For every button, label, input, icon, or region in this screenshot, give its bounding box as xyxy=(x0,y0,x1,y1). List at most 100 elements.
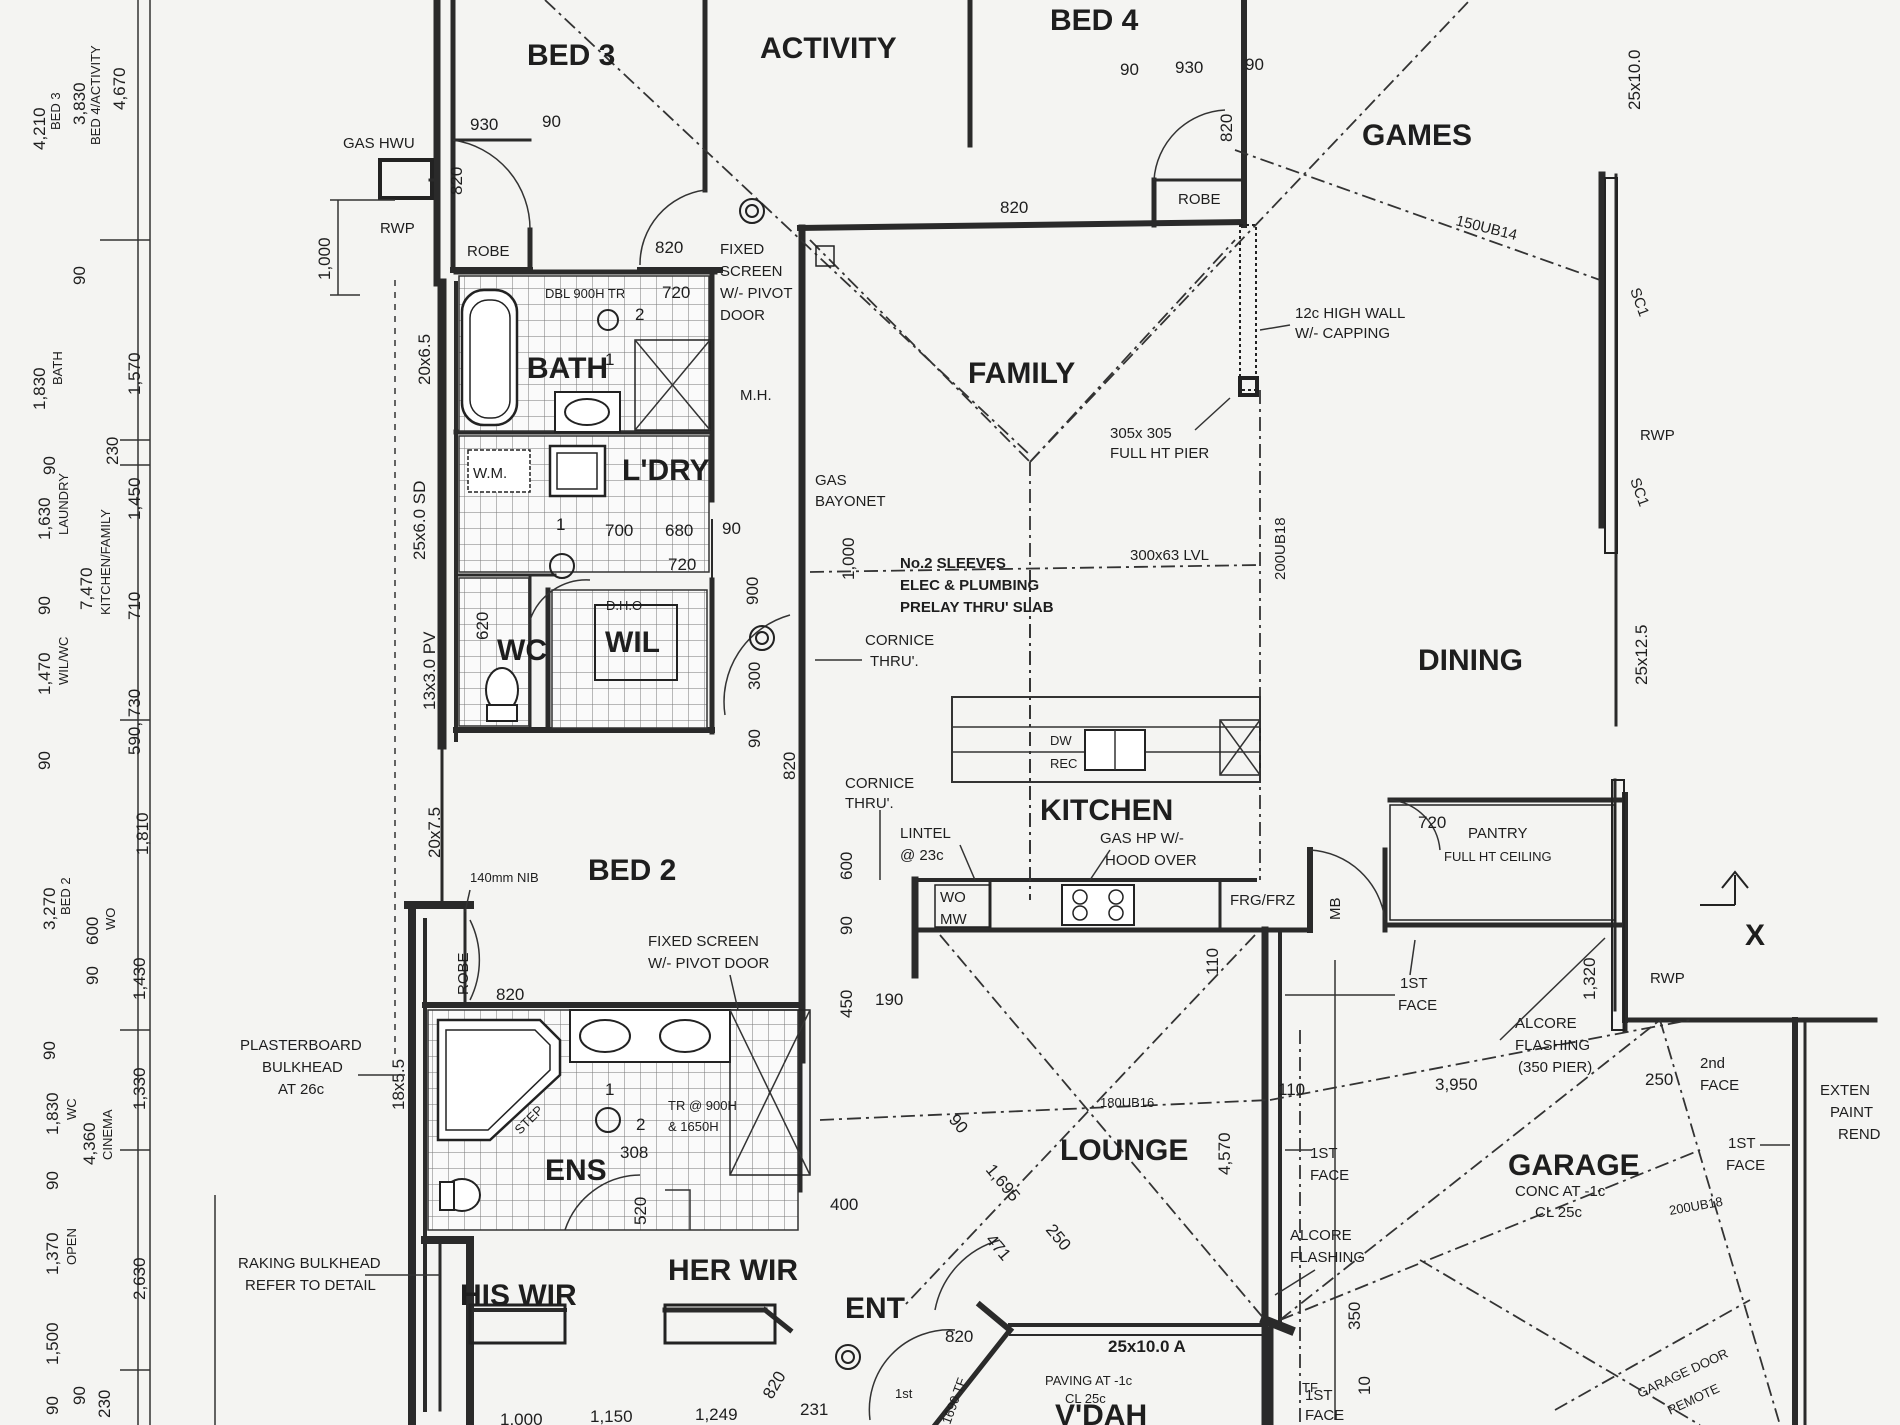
note-raking-1: RAKING BULKHEAD xyxy=(238,1255,381,1272)
left-dim: 1,500 xyxy=(43,1322,62,1365)
left-dim: 3,830 xyxy=(70,82,89,125)
window-tag-1: 25x10.0 xyxy=(1625,50,1644,111)
note-ext-3: REND xyxy=(1838,1126,1881,1143)
dim: 1,695 xyxy=(982,1160,1024,1205)
note-pantry-2: FULL HT CEILING xyxy=(1444,849,1552,864)
note-mw: MW xyxy=(940,911,967,928)
note-face-6: FACE xyxy=(1726,1157,1765,1174)
left-dim: 1,330 xyxy=(130,1067,149,1110)
dim: 1 xyxy=(605,350,614,369)
door-swings xyxy=(452,109,1441,1421)
note-mb: MB xyxy=(1327,898,1344,921)
dim: 190 xyxy=(875,990,903,1009)
left-dim: 590, 730 xyxy=(125,689,144,755)
note-robe-3: ROBE xyxy=(455,952,472,995)
note-alcore-3: (350 PIER) xyxy=(1518,1059,1592,1076)
dim: 231 xyxy=(800,1400,828,1419)
left-dim: BATH xyxy=(50,351,65,385)
note-x-marker: X xyxy=(1745,919,1765,952)
note-fixed-screen-1: FIXED xyxy=(720,241,764,258)
note-fixed-screen-b1: FIXED SCREEN xyxy=(648,933,759,950)
left-dim: WC xyxy=(64,1098,79,1120)
dim: 90 xyxy=(722,519,741,538)
note-lintel-2: @ 23c xyxy=(900,847,944,864)
dim: 3,950 xyxy=(1435,1075,1478,1094)
dim: 400 xyxy=(830,1195,858,1214)
dim: 1,000 xyxy=(315,237,334,280)
note-rec: REC xyxy=(1050,756,1077,771)
note-rwp-1: RWP xyxy=(380,220,415,237)
dim: 471 xyxy=(982,1230,1015,1264)
note-ext-1: EXTEN xyxy=(1820,1082,1870,1099)
left-dim: 710 xyxy=(125,592,144,620)
dim: 820 xyxy=(1217,114,1236,142)
left-dim: 90 xyxy=(43,1396,62,1415)
dim: 2 xyxy=(636,1115,645,1134)
note-paving-1: PAVING AT -1c xyxy=(1045,1373,1133,1388)
dim: 680 xyxy=(665,521,693,540)
left-dim: 2,630 xyxy=(130,1257,149,1300)
window-tag-5: 20x7.5 xyxy=(425,807,444,858)
dim: 90 xyxy=(542,112,561,131)
note-pier-1: 305x 305 xyxy=(1110,425,1172,442)
note-pier-2: FULL HT PIER xyxy=(1110,445,1209,462)
note-plaster-1: PLASTERBOARD xyxy=(240,1037,362,1054)
note-plaster-3: AT 26c xyxy=(278,1081,325,1098)
note-face2-1: 2nd xyxy=(1700,1055,1725,1072)
note-face-5: 1ST xyxy=(1728,1135,1756,1152)
dim: 90 xyxy=(745,729,764,748)
note-dw: DW xyxy=(1050,733,1072,748)
note-paving-2: CL 25c xyxy=(1065,1391,1106,1406)
note-alcore-2: FLASHING xyxy=(1515,1037,1590,1054)
left-dim: 90 xyxy=(70,1386,89,1405)
left-dim: 1,630 xyxy=(35,497,54,540)
left-dim: WIL/WC xyxy=(56,637,71,685)
dim: 10 xyxy=(1355,1376,1374,1395)
note-tr-1: TR @ 900H xyxy=(668,1098,737,1113)
dim: 110 xyxy=(1203,948,1222,975)
dim: 1 xyxy=(605,1080,614,1099)
dim: 820 xyxy=(1000,198,1028,217)
left-dim: 1,830 xyxy=(43,1092,62,1135)
left-dim: WO xyxy=(103,908,118,930)
walls xyxy=(378,0,1878,1425)
note-alcore-5: FLASHING xyxy=(1290,1249,1365,1266)
note-dbl-tr: DBL 900H TR xyxy=(545,286,625,301)
room-garage: GARAGE xyxy=(1508,1149,1640,1182)
left-dim: 90 xyxy=(83,966,102,985)
left-dim: OPEN xyxy=(64,1228,79,1265)
dim: 820 xyxy=(496,985,524,1004)
note-plaster-2: BULKHEAD xyxy=(262,1059,343,1076)
room-bed4: BED 4 xyxy=(1050,4,1139,37)
dim: 720 xyxy=(1418,813,1446,832)
dim: 1,150 xyxy=(590,1407,633,1425)
note-face-8: FACE xyxy=(1305,1407,1344,1424)
left-dim: 1,450 xyxy=(125,477,144,520)
room-her-wir: HER WIR xyxy=(668,1254,798,1287)
dim: 1,000 xyxy=(500,1410,543,1425)
note-dho: D.H.O xyxy=(606,598,642,613)
note-high-wall-1: 12c HIGH WALL xyxy=(1295,305,1405,322)
left-dim: 3,270 xyxy=(40,887,59,930)
note-rwp-2: RWP xyxy=(1640,427,1675,444)
left-dim: 90 xyxy=(70,266,89,285)
room-bed2: BED 2 xyxy=(588,854,676,887)
left-dim: 1,570 xyxy=(125,352,144,395)
note-wo: WO xyxy=(940,889,966,906)
dim: 110 xyxy=(1278,1080,1305,1099)
note-ub14: 150UB14 xyxy=(1454,212,1519,244)
window-tag-8: 25x10.0 A xyxy=(1108,1337,1186,1356)
note-alcore-4: ALCORE xyxy=(1290,1227,1352,1244)
note-sleeves-3: PRELAY THRU' SLAB xyxy=(900,599,1054,616)
dim: 350 xyxy=(1345,1302,1364,1330)
note-ub18: 200UB18 xyxy=(1272,517,1289,580)
dim: 1,320 xyxy=(1580,957,1599,1000)
dim: 90 xyxy=(1245,55,1264,74)
room-vdah: V'DAH xyxy=(1055,1399,1147,1425)
note-rwp-3: RWP xyxy=(1650,970,1685,987)
left-dim: 4,360 xyxy=(80,1122,99,1165)
left-dim: LAUNDRY xyxy=(56,473,71,535)
left-dim: 4,670 xyxy=(110,67,129,110)
window-tag-6: 18x5.5 xyxy=(389,1059,408,1110)
left-dim: CINEMA xyxy=(100,1109,115,1160)
